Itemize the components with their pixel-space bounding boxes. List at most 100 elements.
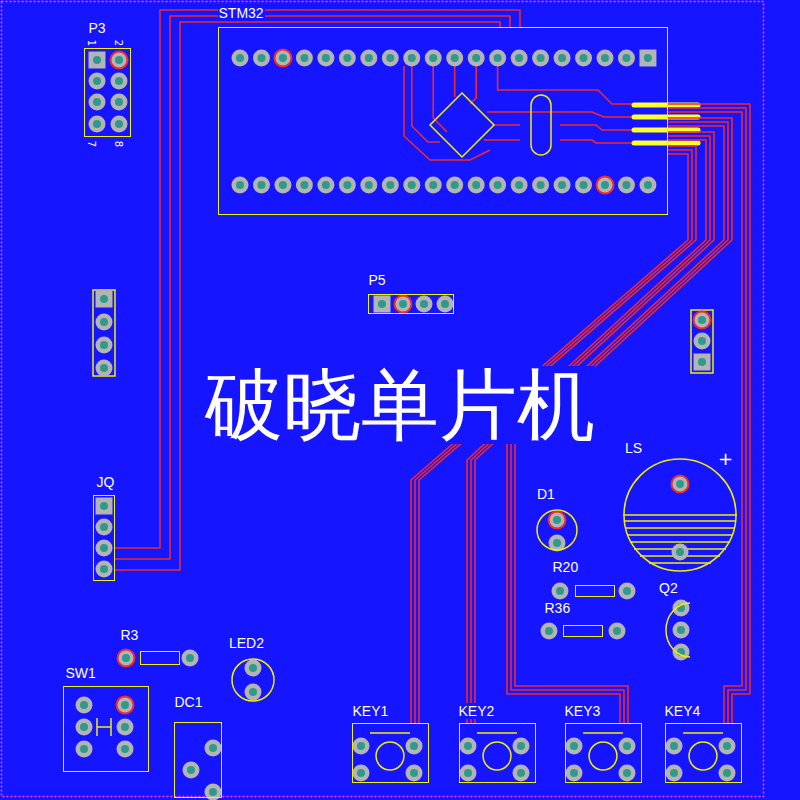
pad-hole [100,523,108,531]
solder-pad [117,719,134,736]
pad-copper [245,684,262,701]
pad-copper [96,540,113,557]
copper-trace [494,125,632,130]
solder-pad [549,512,566,529]
pad-hole [515,54,523,62]
pad-hole [553,539,561,547]
solder-pad [609,623,626,640]
pad-copper [446,177,463,194]
solder-pad [618,177,635,194]
solder-pad [96,561,113,578]
pad-hole [537,54,545,62]
key-switch: KEY2 [459,723,536,783]
pad-hole [115,120,123,128]
solder-pad [96,314,113,331]
pad-hole [100,565,108,573]
pad-copper [489,50,506,67]
pad-copper [182,650,199,667]
pad-hole [429,54,437,62]
pad-hole [236,181,244,189]
solder-pad [694,333,711,350]
solder-pad [468,177,485,194]
solder-pad [566,765,583,782]
pad-copper [403,177,420,194]
outline-shape [231,658,275,702]
copper-trace [115,22,500,570]
solder-pad [89,94,106,111]
component-label: R36 [544,600,572,616]
pad-hole [517,769,525,777]
pad-hole [408,181,416,189]
pad-hole [121,745,129,753]
copper-trace [433,66,447,132]
component-label: KEY3 [564,703,602,719]
pin-number: 7 [86,141,96,147]
solder-pad [317,177,334,194]
key-switch: KEY1 [352,723,429,783]
component-label: LS [624,440,643,456]
mcu-module: STM32 [218,27,668,215]
switch-symbol [97,718,111,736]
pad-copper [460,738,477,755]
crystal-outline [531,95,551,155]
solder-pad [575,50,592,67]
copper-trace [668,108,746,723]
pad-copper [554,177,571,194]
speaker-hatch [624,520,736,522]
pad-hole [122,654,130,662]
pad-copper [437,296,454,313]
solder-pad [489,50,506,67]
pad-copper [446,50,463,67]
pad-hole [601,54,609,62]
pad-copper [513,765,530,782]
pad-hole [365,54,373,62]
solder-pad [566,738,583,755]
solder-pad [513,765,530,782]
pad-copper [666,765,683,782]
pad-copper [639,177,656,194]
resistor-symbol: R3 [140,651,180,665]
speaker-hatch [625,527,735,529]
pad-copper [89,73,106,90]
pad-copper [619,738,636,755]
key-mark [583,732,623,734]
component-label: JQ [96,474,116,490]
pad-copper [532,177,549,194]
pad-hole [623,742,631,750]
pad-hole [556,587,564,595]
pad-hole [698,316,706,324]
pad-hole [517,742,525,750]
pad-copper [339,177,356,194]
pad-copper [619,583,636,600]
solder-pad [460,765,477,782]
pad-copper [406,738,423,755]
solder-pad [317,50,334,67]
chip-outline [430,93,494,157]
solder-pad [117,741,134,758]
pad-hole [80,701,88,709]
pad-hole [93,120,101,128]
component-label: KEY4 [664,703,702,719]
pad-hole [644,181,652,189]
pin-number: 2 [113,40,123,46]
solder-pad [76,697,93,714]
solder-pad [232,177,249,194]
pad-hole [115,98,123,106]
pad-copper [719,738,736,755]
pad-hole [386,54,394,62]
pad-copper [253,177,270,194]
pad-hole [93,56,101,64]
pad-copper [460,765,477,782]
pad-hole [408,54,416,62]
pad-hole [80,745,88,753]
solder-pad [619,583,636,600]
solder-pad [118,650,135,667]
pad-hole [464,742,472,750]
pin-number: 1 [86,40,96,46]
pad-copper [694,312,711,329]
solder-pad [111,116,128,133]
pad-copper [96,314,113,331]
pad-hole [279,54,287,62]
pad-hole [676,548,684,556]
pad-hole [100,295,108,303]
